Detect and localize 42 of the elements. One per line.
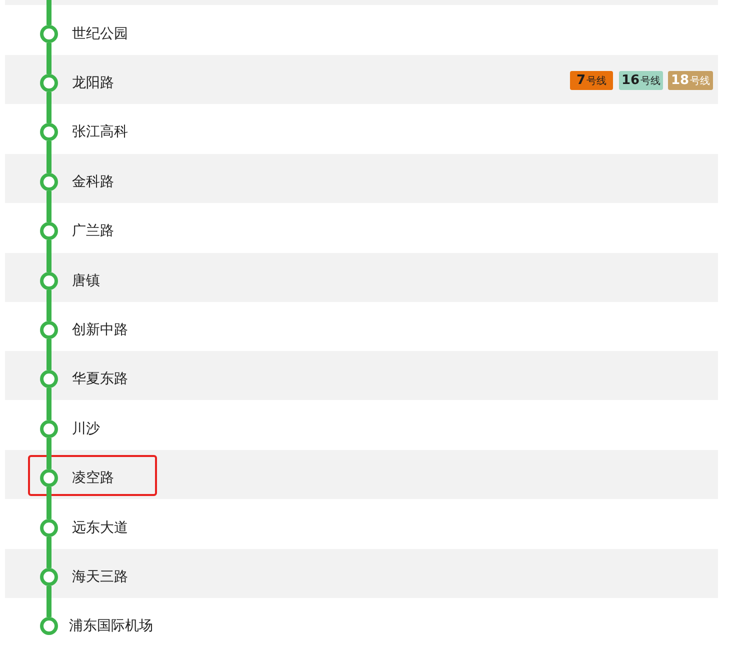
route-line [46, 141, 52, 173]
station-marker-icon [40, 272, 58, 290]
station-marker-icon [40, 519, 58, 537]
station-name: 广兰路 [72, 222, 114, 240]
station-name: 海天三路 [72, 568, 128, 586]
station-marker-icon [40, 420, 58, 438]
station-marker-icon [40, 123, 58, 141]
line-number-tag: 16号线 [619, 71, 663, 90]
route-line [46, 339, 52, 370]
station-name: 金科路 [72, 173, 114, 191]
line-number-tag: 18号线 [668, 71, 713, 90]
station-name: 创新中路 [72, 321, 128, 339]
route-line [46, 388, 52, 420]
station-name: 世纪公园 [72, 25, 128, 43]
station-name: 浦东国际机场 [69, 617, 153, 635]
station-marker-icon [40, 321, 58, 339]
station-marker-icon [40, 370, 58, 388]
route-line [46, 43, 52, 74]
line-number-tag: 7号线 [570, 71, 613, 90]
station-name: 远东大道 [72, 519, 128, 537]
route-line [46, 586, 52, 617]
station-name: 唐镇 [72, 272, 100, 290]
station-marker-icon [40, 617, 58, 635]
route-line [46, 0, 52, 25]
route-line [46, 240, 52, 272]
station-name: 华夏东路 [72, 370, 128, 388]
route-line [46, 290, 52, 321]
route-line [46, 438, 52, 469]
route-line [46, 191, 52, 222]
station-marker-icon [40, 25, 58, 43]
station-marker-icon [40, 222, 58, 240]
route-line [46, 487, 52, 519]
station-marker-icon [40, 568, 58, 586]
station-name: 张江高科 [72, 123, 128, 141]
route-line [46, 537, 52, 568]
route-line [46, 92, 52, 123]
station-marker-icon [40, 74, 58, 92]
station-name: 川沙 [72, 420, 100, 438]
station-name: 凌空路 [72, 469, 114, 487]
station-name: 龙阳路 [72, 74, 114, 92]
station-marker-icon [40, 173, 58, 191]
station-marker-icon [40, 469, 58, 487]
